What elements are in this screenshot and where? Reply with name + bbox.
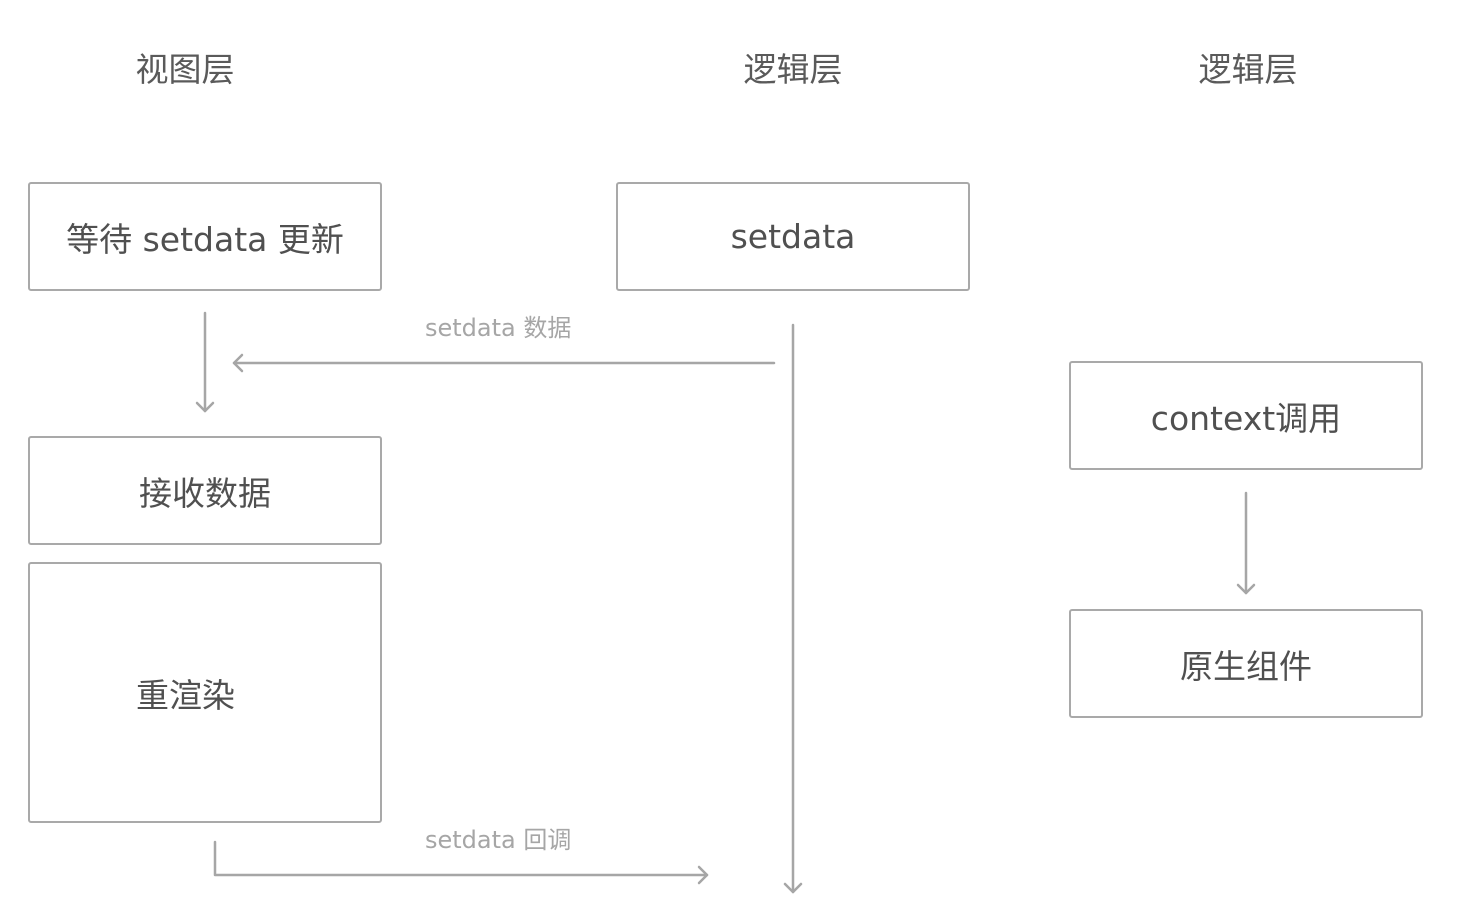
rerender-label: 重渲染 bbox=[136, 675, 235, 715]
arrowhead-logic-timeline bbox=[783, 882, 803, 894]
arrowhead-context-to-native bbox=[1236, 583, 1256, 595]
receive-data-node: 接收数据 bbox=[28, 436, 382, 545]
receive-data-label: 接收数据 bbox=[139, 473, 271, 513]
setdata-data-label: setdata 数据 bbox=[425, 314, 572, 342]
logic-layer-title: 逻辑层 bbox=[743, 50, 843, 89]
view-layer-title: 视图层 bbox=[135, 50, 235, 89]
native-component-label: 原生组件 bbox=[1180, 646, 1312, 686]
wait-update-label: 等待 setdata 更新 bbox=[66, 219, 344, 259]
arrow-setdata-callback bbox=[213, 840, 709, 877]
setdata-label: setdata bbox=[730, 217, 856, 256]
native-layer-title: 逻辑层 bbox=[1198, 50, 1298, 89]
context-call-node: context调用 bbox=[1069, 361, 1423, 470]
native-component-node: 原生组件 bbox=[1069, 609, 1423, 718]
arrowhead-setdata-data bbox=[232, 353, 244, 373]
wait-update-node: 等待 setdata 更新 bbox=[28, 182, 382, 291]
setdata-node: setdata bbox=[616, 182, 970, 291]
arrowhead-wait-to-receive bbox=[195, 401, 215, 413]
context-call-label: context调用 bbox=[1150, 398, 1342, 438]
rerender-node: 重渲染 bbox=[28, 562, 382, 823]
setdata-callback-label: setdata 回调 bbox=[425, 826, 572, 854]
arrowhead-setdata-callback bbox=[697, 865, 709, 885]
